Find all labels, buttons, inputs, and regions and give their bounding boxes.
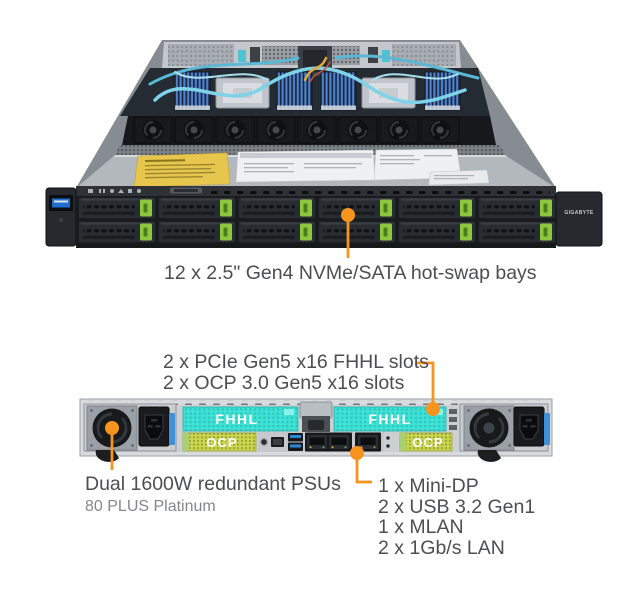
slots-callout-dot: [426, 402, 440, 416]
left-rack-ear: [45, 187, 77, 247]
drive-bay: [317, 220, 397, 244]
mini-dp-port: [271, 437, 284, 447]
fan-row: [122, 115, 496, 145]
top-cover: [76, 148, 556, 188]
front-server-unit: GIGABYTE: [45, 40, 603, 258]
slots-callout-line1: 2 x PCIe Gen5 x16 FHHL slots: [163, 351, 429, 373]
brand-badge: GIGABYTE: [564, 210, 594, 216]
ocp-slot-right: OCP: [399, 432, 453, 452]
slots-callout-line: [415, 361, 435, 409]
rear-io-cluster: [258, 432, 390, 452]
power-inlet: [513, 406, 545, 447]
io-led: [386, 436, 390, 440]
psu-right: [459, 403, 550, 462]
fan-icon: [132, 115, 174, 145]
drive-bay: [77, 196, 157, 220]
fan-icon: [255, 115, 297, 145]
fan-icon: [173, 115, 215, 145]
io-callout-dot: [350, 446, 364, 460]
cpu-heatsink: [215, 77, 270, 109]
caution-label: [133, 152, 231, 188]
psu-callout-line1: Dual 1600W redundant PSUs: [85, 473, 341, 495]
rear-server-unit: FHHL FHHL OCP OCP: [79, 361, 553, 484]
io-callout-item: 1 x Mini-DP: [378, 475, 479, 497]
drive-bay: [397, 220, 477, 244]
fhhl-right-label: FHHL: [368, 411, 411, 427]
drive-bay: [397, 196, 477, 220]
psu-strap: [477, 450, 501, 462]
drive-bay: [477, 196, 557, 220]
internal-cables: [148, 54, 480, 105]
psu-callout-label: Dual 1600W redundant PSUs 80 PLUS Platin…: [85, 474, 341, 516]
usb-ports: [288, 433, 303, 451]
drive-bay: [77, 220, 157, 244]
io-callout-item: 2 x 1Gb/s LAN: [378, 536, 505, 559]
mlan-port: [355, 432, 381, 452]
io-callout-item: 1 x MLAN: [378, 516, 464, 538]
id-button: [260, 438, 268, 446]
psu-callout-line2: 80 PLUS Platinum: [85, 497, 216, 515]
slots-callout-label: 2 x PCIe Gen5 x16 FHHL slots 2 x OCP 3.0…: [163, 352, 429, 393]
center-bracket: [299, 401, 333, 436]
psu-fan-icon: [462, 404, 516, 452]
instruction-label: [235, 149, 376, 183]
drive-bay: [237, 220, 317, 244]
io-callout-line: [355, 455, 372, 484]
power-inlet: [138, 406, 170, 447]
psu-left: [83, 403, 177, 462]
io-callout-item: 2 x USB 3.2 Gen1: [378, 495, 536, 518]
service-label: [428, 169, 490, 186]
fhhl-slot-left: FHHL: [182, 406, 299, 432]
ocp-left-label: OCP: [206, 435, 237, 450]
status-led-icons: [88, 189, 141, 193]
io-callout-label: 1 x Mini-DP 2 x USB 3.2 Gen1 1 x MLAN 2 …: [378, 476, 535, 558]
right-rack-ear: GIGABYTE: [555, 191, 603, 247]
ocp-right-label: OCP: [412, 435, 443, 450]
bays-callout-label: 12 x 2.5" Gen4 NVMe/SATA hot-swap bays: [164, 262, 537, 284]
drive-bay: [317, 196, 397, 220]
fan-icon: [296, 115, 338, 145]
psu-latch: [544, 413, 550, 445]
drive-bay: [157, 220, 237, 244]
slots-callout-line2: 2 x OCP 3.0 Gen5 x16 slots: [163, 371, 405, 394]
drive-bay: [237, 196, 317, 220]
psu-callout-dot: [105, 421, 119, 435]
fhhl-left-label: FHHL: [215, 411, 258, 427]
lan-ports: [305, 432, 352, 452]
riser-bracket: [298, 46, 332, 76]
front-usb-port: [49, 195, 73, 211]
fan-icon: [419, 115, 461, 145]
drive-bay: [477, 220, 557, 244]
io-led: [386, 444, 390, 448]
bezel-handle: [170, 187, 202, 194]
fan-icon: [378, 115, 420, 145]
bays-callout-dot: [341, 208, 355, 222]
fan-icon: [214, 115, 256, 145]
psu-latch: [169, 413, 175, 445]
ocp-slot-left: OCP: [182, 432, 257, 452]
fan-icon: [337, 115, 379, 145]
rear-vent-slots: [449, 409, 457, 430]
drive-bay: [157, 196, 237, 220]
